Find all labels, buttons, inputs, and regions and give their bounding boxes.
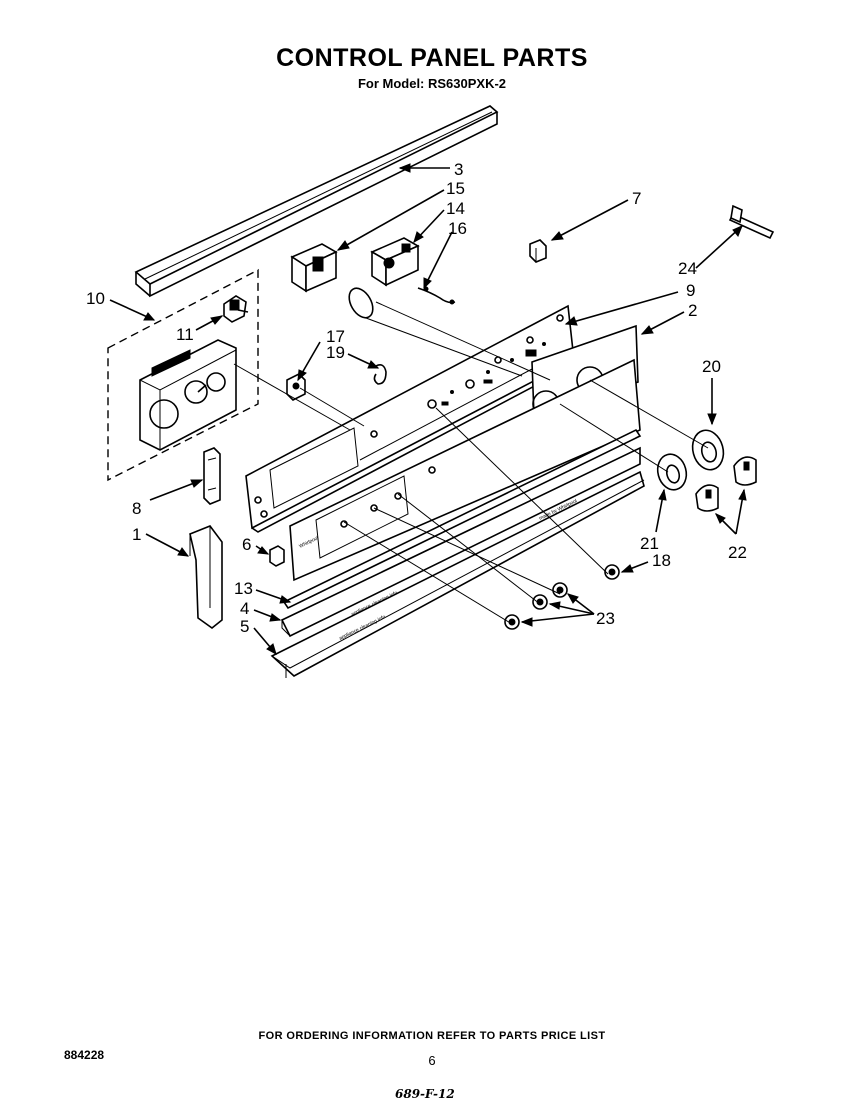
callout-20: 20: [702, 357, 721, 376]
callout-1: 1: [132, 525, 141, 544]
callout-labels: 3 15 14 16 7 24 9 2 10 11 17 19 20 8 1 6…: [86, 160, 747, 636]
callout-13: 13: [234, 579, 253, 598]
part-21-bezel: [656, 453, 688, 491]
callout-9: 9: [686, 281, 695, 300]
callout-15: 15: [446, 179, 465, 198]
part-10-outline: [107, 268, 259, 482]
callout-19: 19: [326, 343, 345, 362]
callout-16: 16: [448, 219, 467, 238]
callout-8: 8: [132, 499, 141, 518]
switch-ring: [348, 287, 374, 319]
part-7-clip: [529, 239, 547, 263]
callout-6: 6: [242, 535, 251, 554]
part-20-bezel: [691, 429, 725, 471]
callout-11: 11: [176, 325, 194, 344]
part-14-switch: [370, 237, 420, 287]
part-18-nut-hole: [608, 568, 616, 576]
page-number: 6: [428, 1053, 436, 1068]
part-15-switch: [290, 243, 338, 293]
part-19-clip: [373, 364, 387, 385]
callout-23: 23: [596, 609, 615, 628]
part-23-nut-c-hole: [508, 618, 516, 626]
part-22-knob-2: [695, 484, 719, 512]
part-23-nut-a-hole: [556, 586, 564, 594]
part-11-clip: [223, 295, 249, 323]
ordering-note: FOR ORDERING INFORMATION REFER TO PARTS …: [258, 1030, 606, 1042]
part-22-knob: [733, 456, 757, 486]
handwritten-code: 689-F-12: [395, 1087, 455, 1101]
callout-18: 18: [652, 551, 671, 570]
part-10-timer-module: [139, 339, 237, 451]
callout-2: 2: [688, 301, 697, 320]
part-24-bracket: [728, 204, 775, 240]
callout-21: 21: [640, 534, 659, 553]
callout-7: 7: [632, 189, 641, 208]
callout-17: 17: [326, 327, 345, 346]
assembly-guide-lines: [233, 301, 709, 625]
callout-14: 14: [446, 199, 465, 218]
part-3-top-trim: [134, 105, 499, 298]
callout-24: 24: [678, 259, 697, 278]
callout-3: 3: [454, 160, 463, 179]
callout-5: 5: [240, 617, 249, 636]
page-title: CONTROL PANEL PARTS: [276, 44, 588, 72]
leader-arrows: [109, 163, 747, 656]
part-1-bracket: [189, 525, 223, 630]
model-subtitle: For Model: RS630PXK-2: [357, 76, 507, 91]
part-8-bracket: [203, 447, 221, 505]
part-16-wire: [417, 286, 456, 305]
callout-4: 4: [240, 599, 249, 618]
part-9-control-panel: [245, 304, 583, 533]
callout-10: 10: [86, 289, 105, 308]
callout-22: 22: [728, 543, 747, 562]
part-6-block: [269, 545, 285, 567]
document-number: 884228: [64, 1048, 105, 1062]
